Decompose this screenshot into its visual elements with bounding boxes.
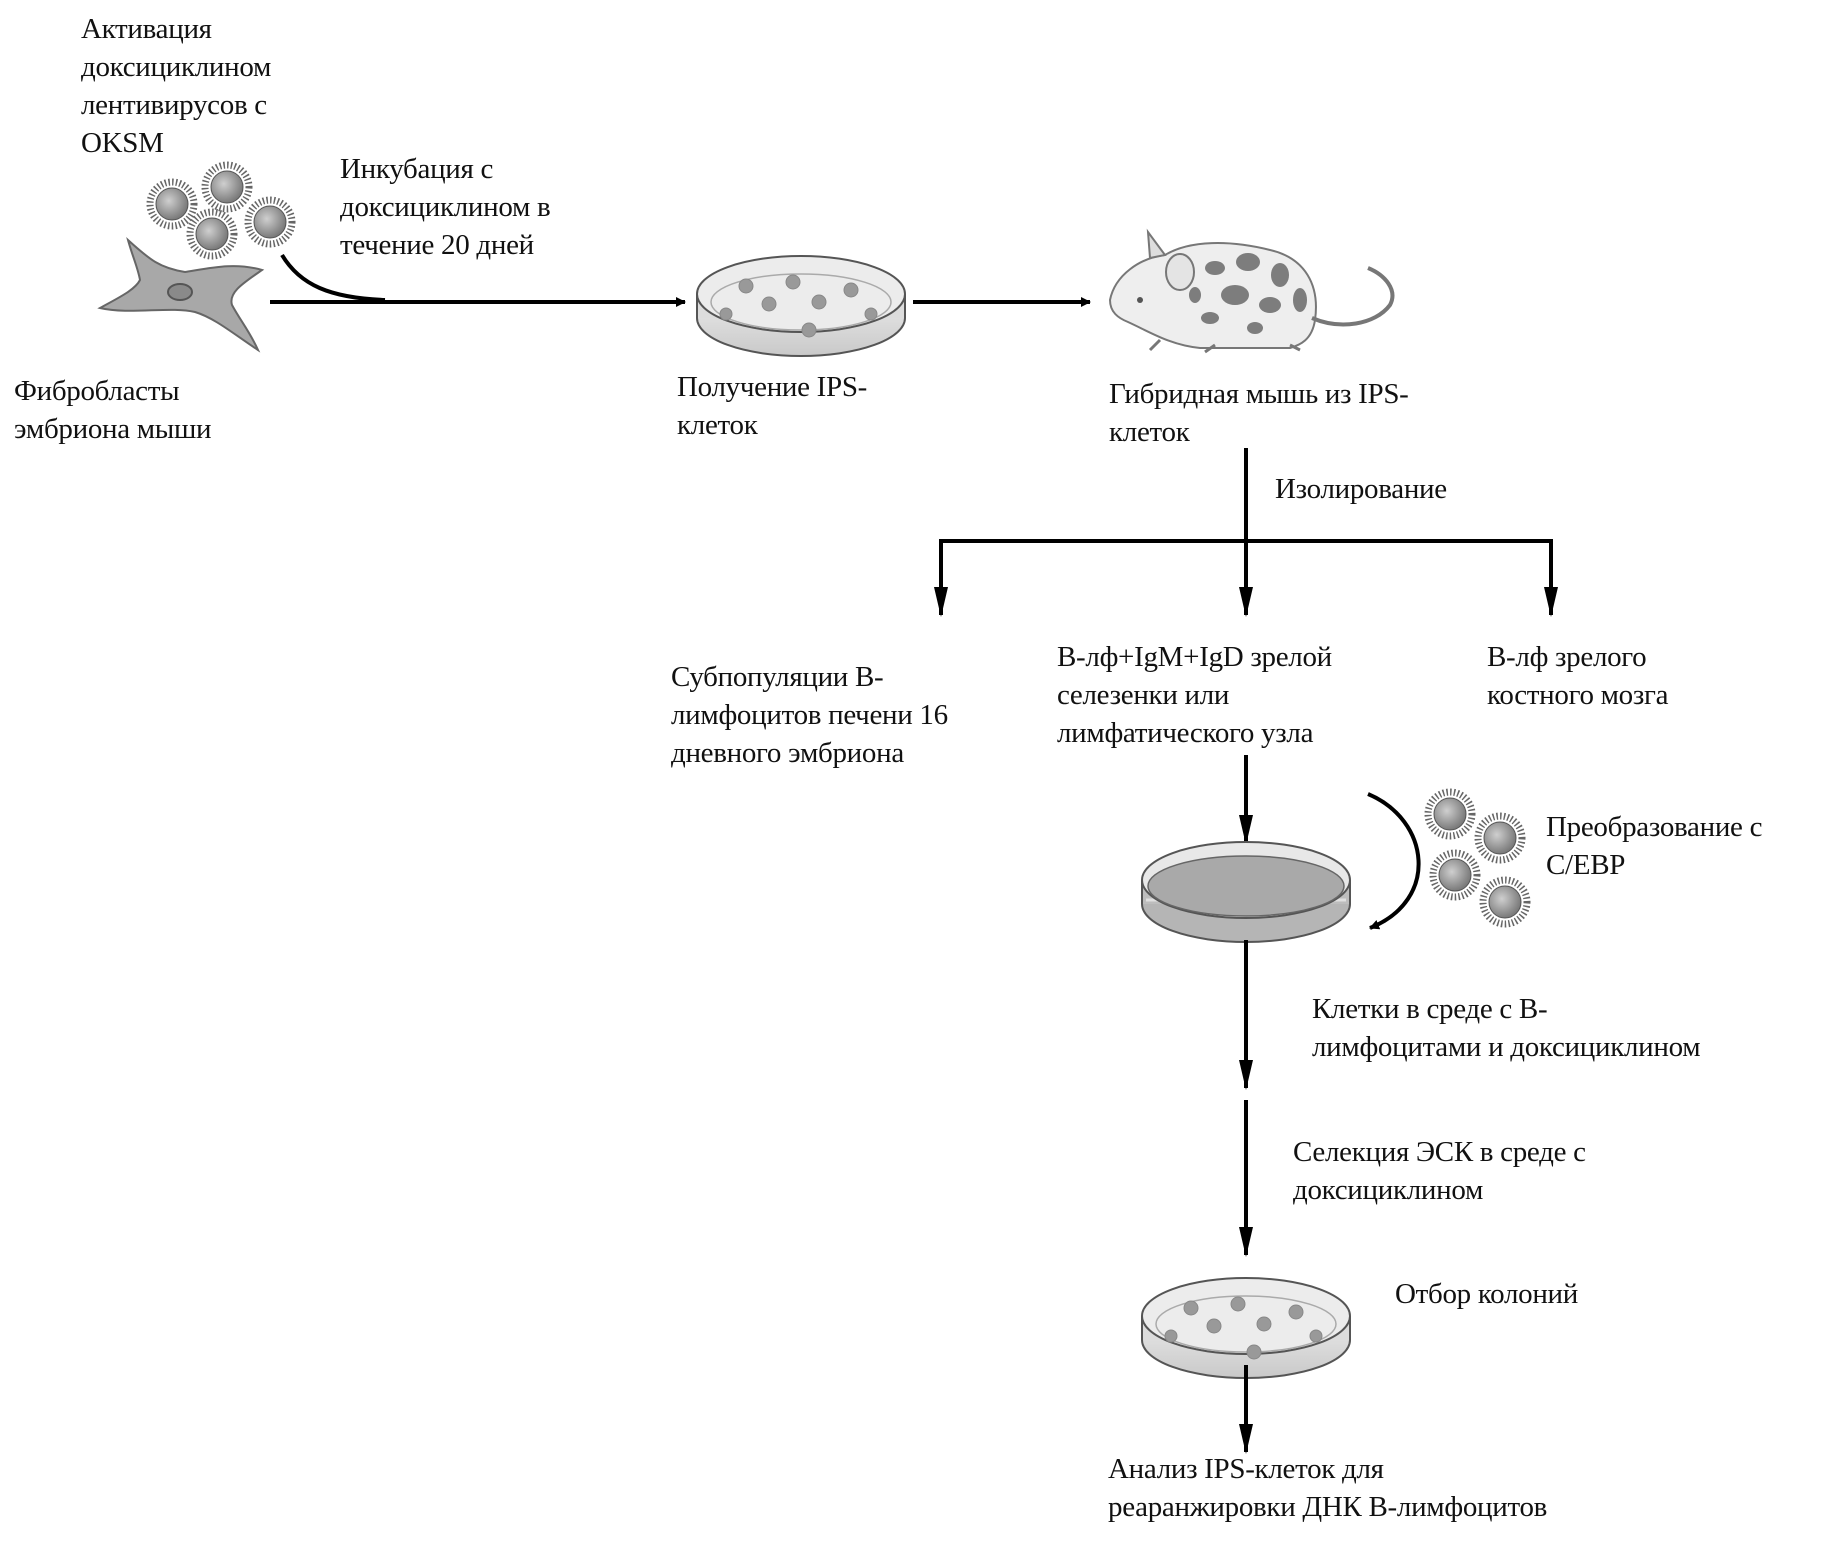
virus-cluster-right — [1428, 792, 1527, 924]
isolation-branches — [934, 448, 1558, 617]
virus-cluster-top — [150, 165, 292, 256]
activation-label: Активация доксициклином лентивирусов с O… — [81, 13, 272, 159]
analysis-label: Анализ IPS-клеток для реаранжировки ДНК … — [1108, 1453, 1548, 1523]
isolation-label: Изолирование — [1275, 473, 1447, 505]
petri-dish-icon — [1141, 1277, 1351, 1379]
fibroblasts-label: Фибробласты эмбриона мыши — [14, 375, 212, 445]
transformation-label: Преобразование с C/EBP — [1546, 811, 1763, 881]
incubation-label: Инкубация с доксициклином в течение 20 д… — [340, 153, 551, 261]
virus-icon — [1478, 816, 1522, 860]
virus-icon — [1433, 853, 1477, 897]
ips-obtain-label: Получение IPS- клеток — [677, 371, 868, 441]
petri-dish-icon — [696, 255, 906, 357]
selection-label: Селекция ЭСК в среде с доксициклином — [1293, 1136, 1586, 1206]
virus-icon — [1428, 792, 1472, 836]
virus-icon — [205, 165, 249, 209]
culture-label: Клетки в среде с В- лимфоцитами и доксиц… — [1312, 993, 1701, 1063]
fibroblast-icon — [97, 236, 265, 353]
virus-icon — [190, 212, 234, 256]
virus-icon — [1483, 880, 1527, 924]
branch-left-label: Субпопуляции В- лимфоцитов печени 16 дне… — [671, 661, 948, 769]
virus-icon — [150, 182, 194, 226]
mouse-icon — [1108, 228, 1395, 354]
petri-dish-icon — [1141, 841, 1351, 943]
colony-pick-label: Отбор колоний — [1395, 1278, 1578, 1310]
virus-icon — [248, 200, 292, 244]
transformation-curve — [1367, 792, 1421, 930]
branch-middle-label: В-лф+IgM+IgD зрелой селезенки или лимфат… — [1057, 641, 1332, 749]
hybrid-mouse-label: Гибридная мышь из IPS- клеток — [1109, 378, 1409, 448]
branch-right-label: В-лф зрелого костного мозга — [1487, 641, 1669, 711]
incubation-curve — [280, 253, 386, 302]
